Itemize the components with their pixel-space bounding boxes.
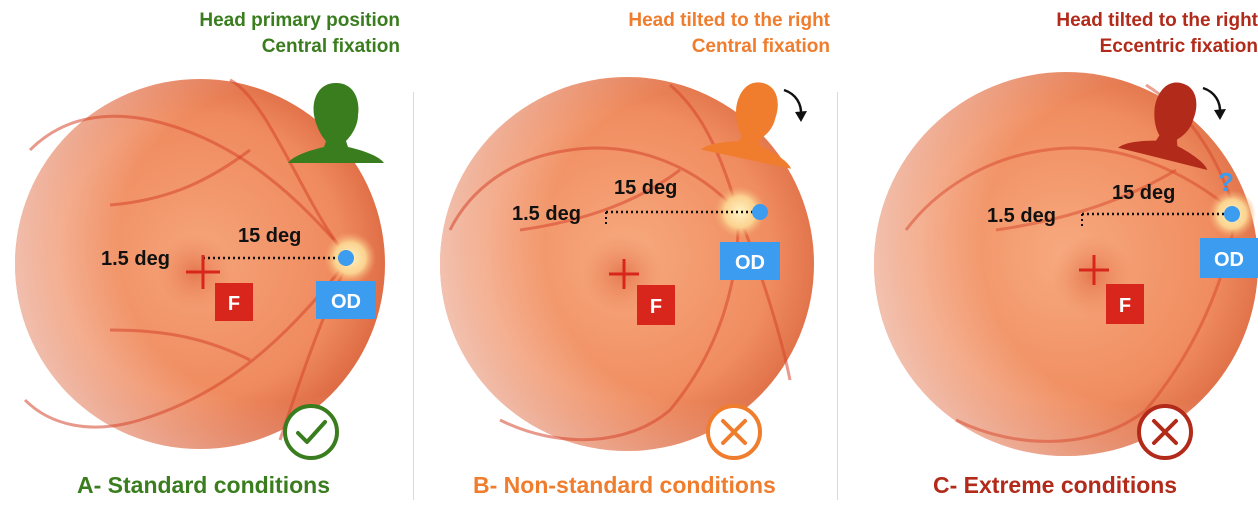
caption-extreme: C- Extreme conditions [933,472,1177,499]
rotate-arrow-icon [1203,88,1226,120]
rotate-arrow-icon [784,90,807,122]
fundus-scene-extreme: ? 1.5 deg 15 deg F OD [846,0,1258,470]
fovea-degree-label: 1.5 deg [101,248,170,270]
fovea-box-label: F [228,293,240,315]
optic-disc-box-label: OD [1214,249,1244,271]
distance-degree-label: 15 deg [238,225,301,247]
caption-standard: A- Standard conditions [77,472,330,499]
cross-icon [1139,406,1191,458]
distance-degree-label: 15 deg [1112,182,1175,204]
fovea-box-label: F [1119,295,1131,317]
divider-2 [837,92,838,500]
optic-disc-dot [1224,206,1240,222]
panel-standard: Head primary position Central fixation [0,0,400,512]
optic-disc-dot [338,250,354,266]
distance-degree-label: 15 deg [614,177,677,199]
cross-icon [708,406,760,458]
panel-nonstandard: Head tilted to the right Central fixatio… [420,0,830,512]
caption-nonstandard: B- Non-standard conditions [473,472,776,499]
panel-extreme: Head tilted to the right Eccentric fixat… [846,0,1258,512]
optic-disc-box-label: OD [331,291,361,313]
optic-disc-dot [752,204,768,220]
divider-1 [413,92,414,500]
fovea-box-label: F [650,296,662,318]
check-icon [285,406,337,458]
fovea-degree-label: 1.5 deg [987,205,1056,227]
fovea-degree-label: 1.5 deg [512,203,581,225]
fundus-scene-standard: 1.5 deg 15 deg F OD [0,0,400,470]
optic-disc-box-label: OD [735,252,765,274]
fundus-scene-nonstandard: 1.5 deg 15 deg F OD [420,0,830,470]
question-mark: ? [1218,167,1234,197]
